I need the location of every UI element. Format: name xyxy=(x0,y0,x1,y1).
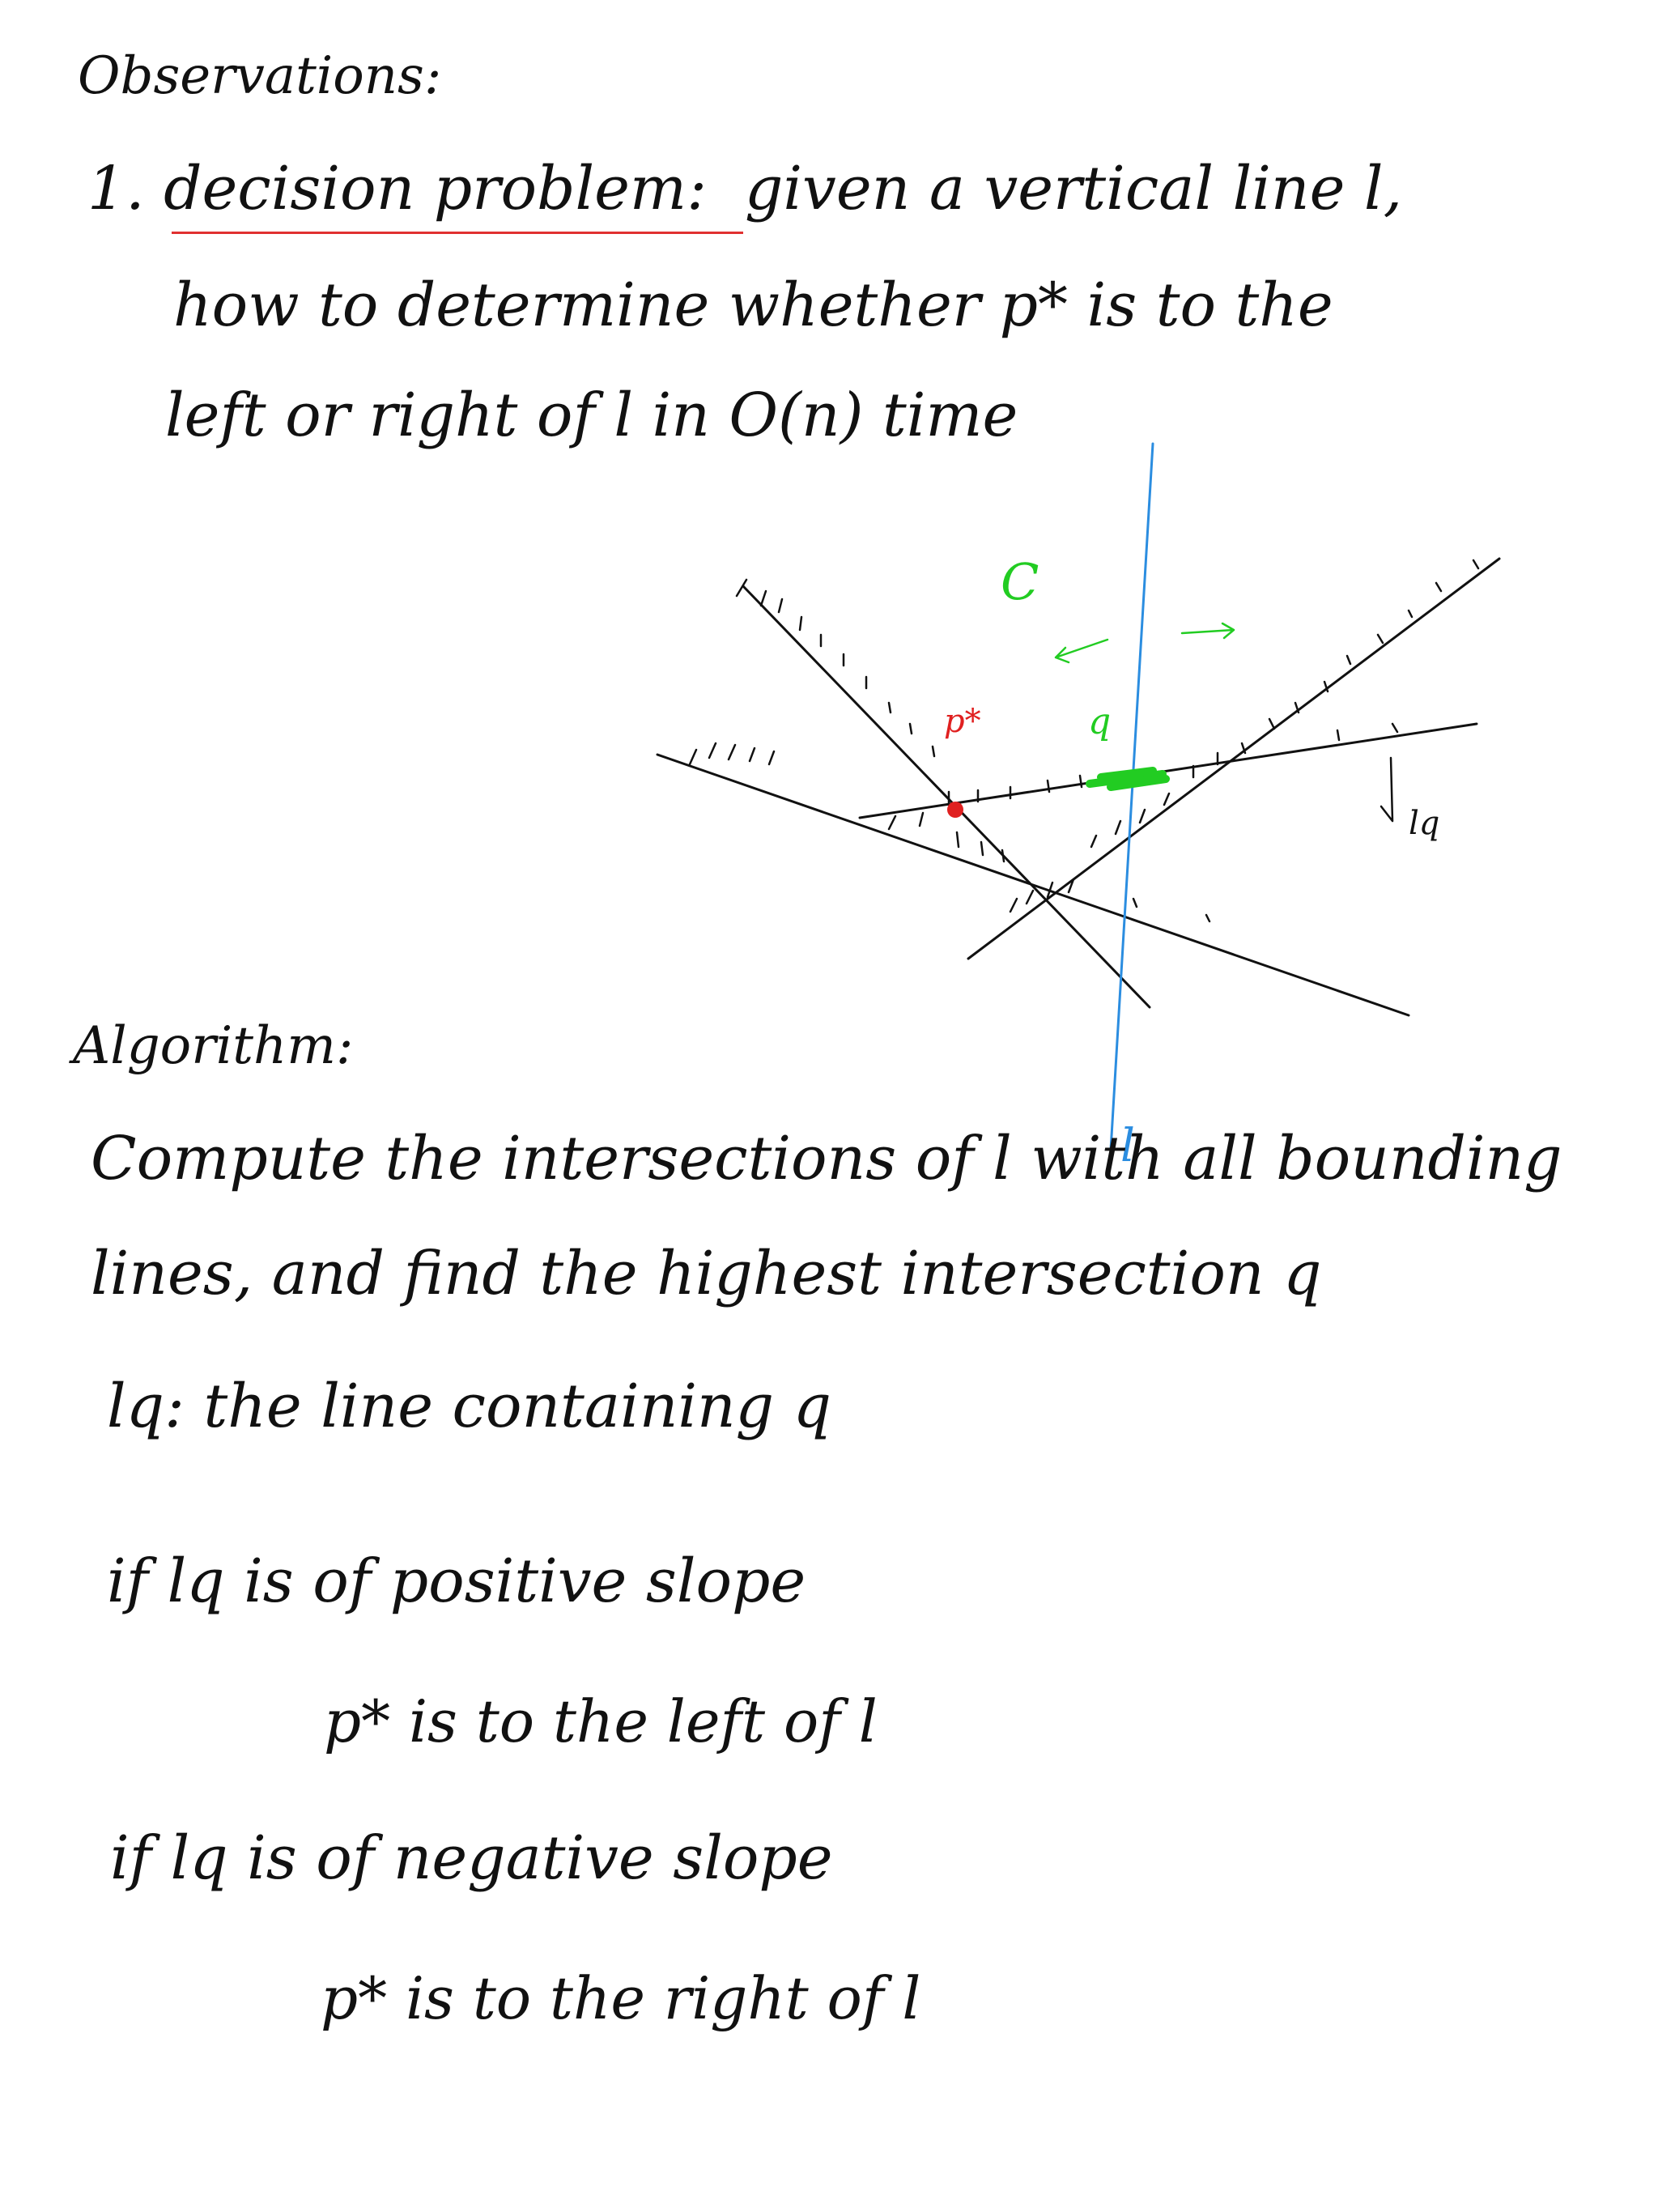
vertical-line-l xyxy=(1109,442,1154,1151)
observations-heading: Observations: xyxy=(78,46,442,106)
case-2-result: p* is to the right of l xyxy=(321,1964,921,2032)
algorithm-line-1: Compute the intersections of l with all … xyxy=(91,1124,1562,1193)
bounding-lines xyxy=(656,557,1501,1017)
observation-1-prefix: 1. decision problem: xyxy=(87,154,708,223)
q-label: q xyxy=(1088,701,1111,742)
lq-arrow xyxy=(1380,756,1394,823)
observation-1-line-3: left or right of l in O(n) time xyxy=(165,381,1018,450)
bounding-line-positive xyxy=(967,557,1501,960)
algorithm-line-2: lines, and find the highest intersection… xyxy=(91,1239,1322,1308)
decision-problem-underline xyxy=(172,232,743,234)
observation-1-line-1: given a vertical line l, xyxy=(745,154,1403,223)
p-star-label: p* xyxy=(944,703,981,740)
bounding-line-shallow-negative xyxy=(656,753,1410,1017)
q-point xyxy=(1086,767,1170,791)
case-1-condition: if lq is of positive slope xyxy=(107,1546,806,1616)
case-2-condition: if lq is of negative slope xyxy=(110,1823,833,1893)
case-1-result: p* is to the left of l xyxy=(324,1687,878,1755)
algorithm-line-3: lq: the line containing q xyxy=(107,1372,831,1441)
bounding-line-steep-negative xyxy=(742,585,1151,1009)
bounding-line-lq xyxy=(858,722,1478,819)
observation-1-line-2: how to determine whether p* is to the xyxy=(173,270,1333,340)
lq-label: lq xyxy=(1409,805,1439,842)
p-star-point xyxy=(947,802,963,818)
region-label-c: C xyxy=(1001,552,1039,611)
algorithm-heading: Algorithm: xyxy=(73,1016,354,1076)
vertical-line-label: l xyxy=(1120,1120,1135,1172)
direction-arrows xyxy=(1054,622,1235,664)
hatch-ticks xyxy=(688,559,1480,923)
